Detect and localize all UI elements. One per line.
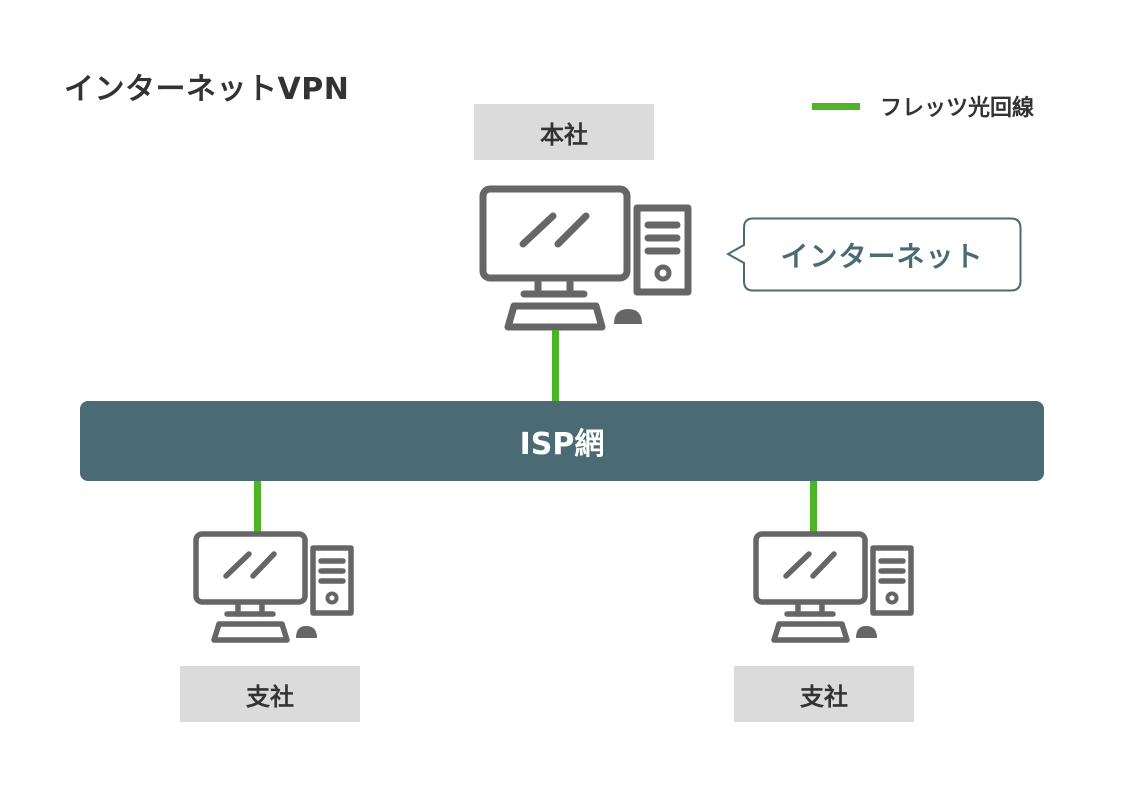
legend: フレッツ光回線 <box>812 88 1034 124</box>
desktop-computer-icon <box>753 531 914 643</box>
desktop-computer-icon <box>193 531 354 643</box>
legend-label: フレッツ光回線 <box>880 96 1035 121</box>
connection-line-branch-1 <box>254 480 261 532</box>
branch-2-label: 支社 <box>734 666 914 722</box>
callout-text: インターネット <box>780 239 984 273</box>
connection-line-hq <box>552 330 559 402</box>
branch-1-label: 支社 <box>180 666 360 722</box>
isp-network: ISP網 <box>80 401 1044 481</box>
hq-label: 本社 <box>474 104 654 160</box>
callout-bubble <box>726 217 1022 292</box>
desktop-computer-icon <box>479 185 692 331</box>
legend-swatch <box>812 102 860 110</box>
diagram-title: インターネットVPN <box>64 72 350 107</box>
connection-line-branch-2 <box>810 480 817 532</box>
